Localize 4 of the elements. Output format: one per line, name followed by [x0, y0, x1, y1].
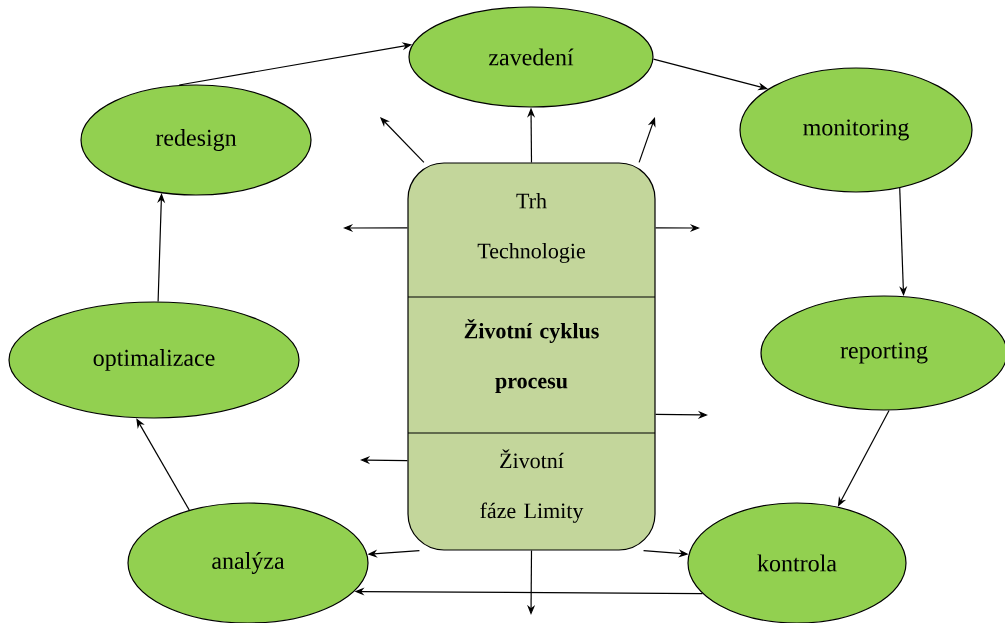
process-box: Trh Technologie Životní cyklus procesu Životní fáze Limity [407, 162, 656, 551]
arrow [638, 117, 656, 163]
arrow [136, 418, 190, 511]
arrow [380, 117, 425, 163]
